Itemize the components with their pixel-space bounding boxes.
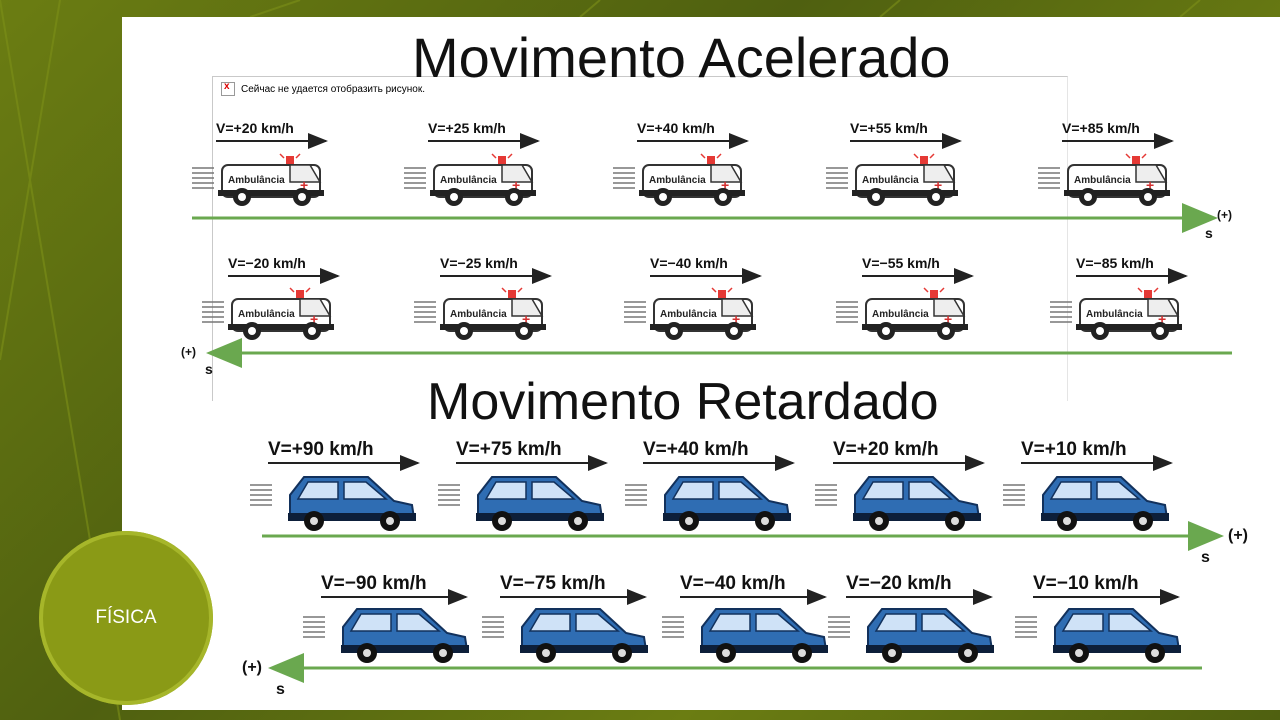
ambulance: Ambulância + <box>836 287 968 340</box>
velocity-label: V=−40 km/h <box>680 573 786 594</box>
velocity-label: V=+85 km/h <box>1062 120 1140 136</box>
velocity-label: V=+20 km/h <box>216 120 294 136</box>
axis-s-label: s <box>205 361 213 377</box>
svg-text:+: + <box>721 177 729 193</box>
axis-positive-label: (+) <box>242 659 262 676</box>
svg-text:+: + <box>944 311 952 327</box>
velocity-label: V=+90 km/h <box>268 439 374 460</box>
svg-text:+: + <box>310 311 318 327</box>
ambulance: Ambulância + <box>1050 287 1182 340</box>
car <box>250 476 416 531</box>
broken-image-placeholder: Сейчас не удается отобразить рисунок. <box>221 81 425 96</box>
ambulance: Ambulância + <box>192 153 324 206</box>
car <box>1003 476 1169 531</box>
ambulance: Ambulância + <box>624 287 756 340</box>
ambulance: Ambulância + <box>1038 153 1170 206</box>
axis-positive-label: (+) <box>1217 208 1232 222</box>
velocity-label: V=−40 km/h <box>650 255 728 271</box>
ambulance-label: Ambulância <box>649 175 706 186</box>
velocity-label: V=+40 km/h <box>637 120 715 136</box>
broken-image-frame <box>212 76 1068 401</box>
ambulance-label: Ambulância <box>872 309 929 320</box>
title-accelerated: Movimento Acelerado <box>412 26 951 89</box>
velocity-label: V=+10 km/h <box>1021 439 1127 460</box>
ambulance-label: Ambulância <box>228 175 285 186</box>
svg-text:+: + <box>1158 311 1166 327</box>
axis-s-label: s <box>1205 225 1213 241</box>
car <box>482 608 648 663</box>
ambulance: Ambulância + <box>202 287 334 340</box>
ambulance-label: Ambulância <box>238 309 295 320</box>
velocity-label: V=−20 km/h <box>846 573 952 594</box>
axis-s-label: s <box>276 681 285 698</box>
ambulance-label: Ambulância <box>862 175 919 186</box>
axis-positive-label: (+) <box>1228 527 1248 544</box>
slide-content-area <box>122 17 1280 710</box>
ambulance-label: Ambulância <box>1086 309 1143 320</box>
axis-s-label: s <box>1201 549 1210 566</box>
car <box>625 476 791 531</box>
ambulance: Ambulância + <box>613 153 745 206</box>
velocity-label: V=−85 km/h <box>1076 255 1154 271</box>
ambulance-label: Ambulância <box>1074 175 1131 186</box>
car <box>662 608 828 663</box>
car <box>828 608 994 663</box>
velocity-label: V=−90 km/h <box>321 573 427 594</box>
velocity-label: V=+75 km/h <box>456 439 562 460</box>
ambulance-label: Ambulância <box>450 309 507 320</box>
broken-image-icon <box>221 81 235 96</box>
car <box>438 476 604 531</box>
broken-image-message: Сейчас не удается отобразить рисунок. <box>241 83 425 95</box>
ambulance: Ambulância + <box>414 287 546 340</box>
svg-text:+: + <box>732 311 740 327</box>
ambulance-label: Ambulância <box>440 175 497 186</box>
velocity-label: V=+55 km/h <box>850 120 928 136</box>
car <box>815 476 981 531</box>
velocity-label: V=−20 km/h <box>228 255 306 271</box>
axis-positive-label: (+) <box>181 345 196 359</box>
title-retarded: Movimento Retardado <box>427 373 939 431</box>
velocity-label: V=+40 km/h <box>643 439 749 460</box>
velocity-label: V=−75 km/h <box>500 573 606 594</box>
velocity-label: V=+25 km/h <box>428 120 506 136</box>
velocity-label: V=−55 km/h <box>862 255 940 271</box>
ambulance: Ambulância + <box>826 153 958 206</box>
ambulance: Ambulância + <box>404 153 536 206</box>
svg-text:+: + <box>522 311 530 327</box>
subject-badge: FÍSICA <box>39 531 213 705</box>
svg-text:+: + <box>512 177 520 193</box>
velocity-label: V=−25 km/h <box>440 255 518 271</box>
svg-text:+: + <box>934 177 942 193</box>
velocity-label: V=+20 km/h <box>833 439 939 460</box>
subject-badge-label: FÍSICA <box>95 607 157 628</box>
car <box>303 608 469 663</box>
ambulance-label: Ambulância <box>660 309 717 320</box>
car <box>1015 608 1181 663</box>
velocity-label: V=−10 km/h <box>1033 573 1139 594</box>
svg-text:+: + <box>300 177 308 193</box>
svg-text:+: + <box>1146 177 1154 193</box>
